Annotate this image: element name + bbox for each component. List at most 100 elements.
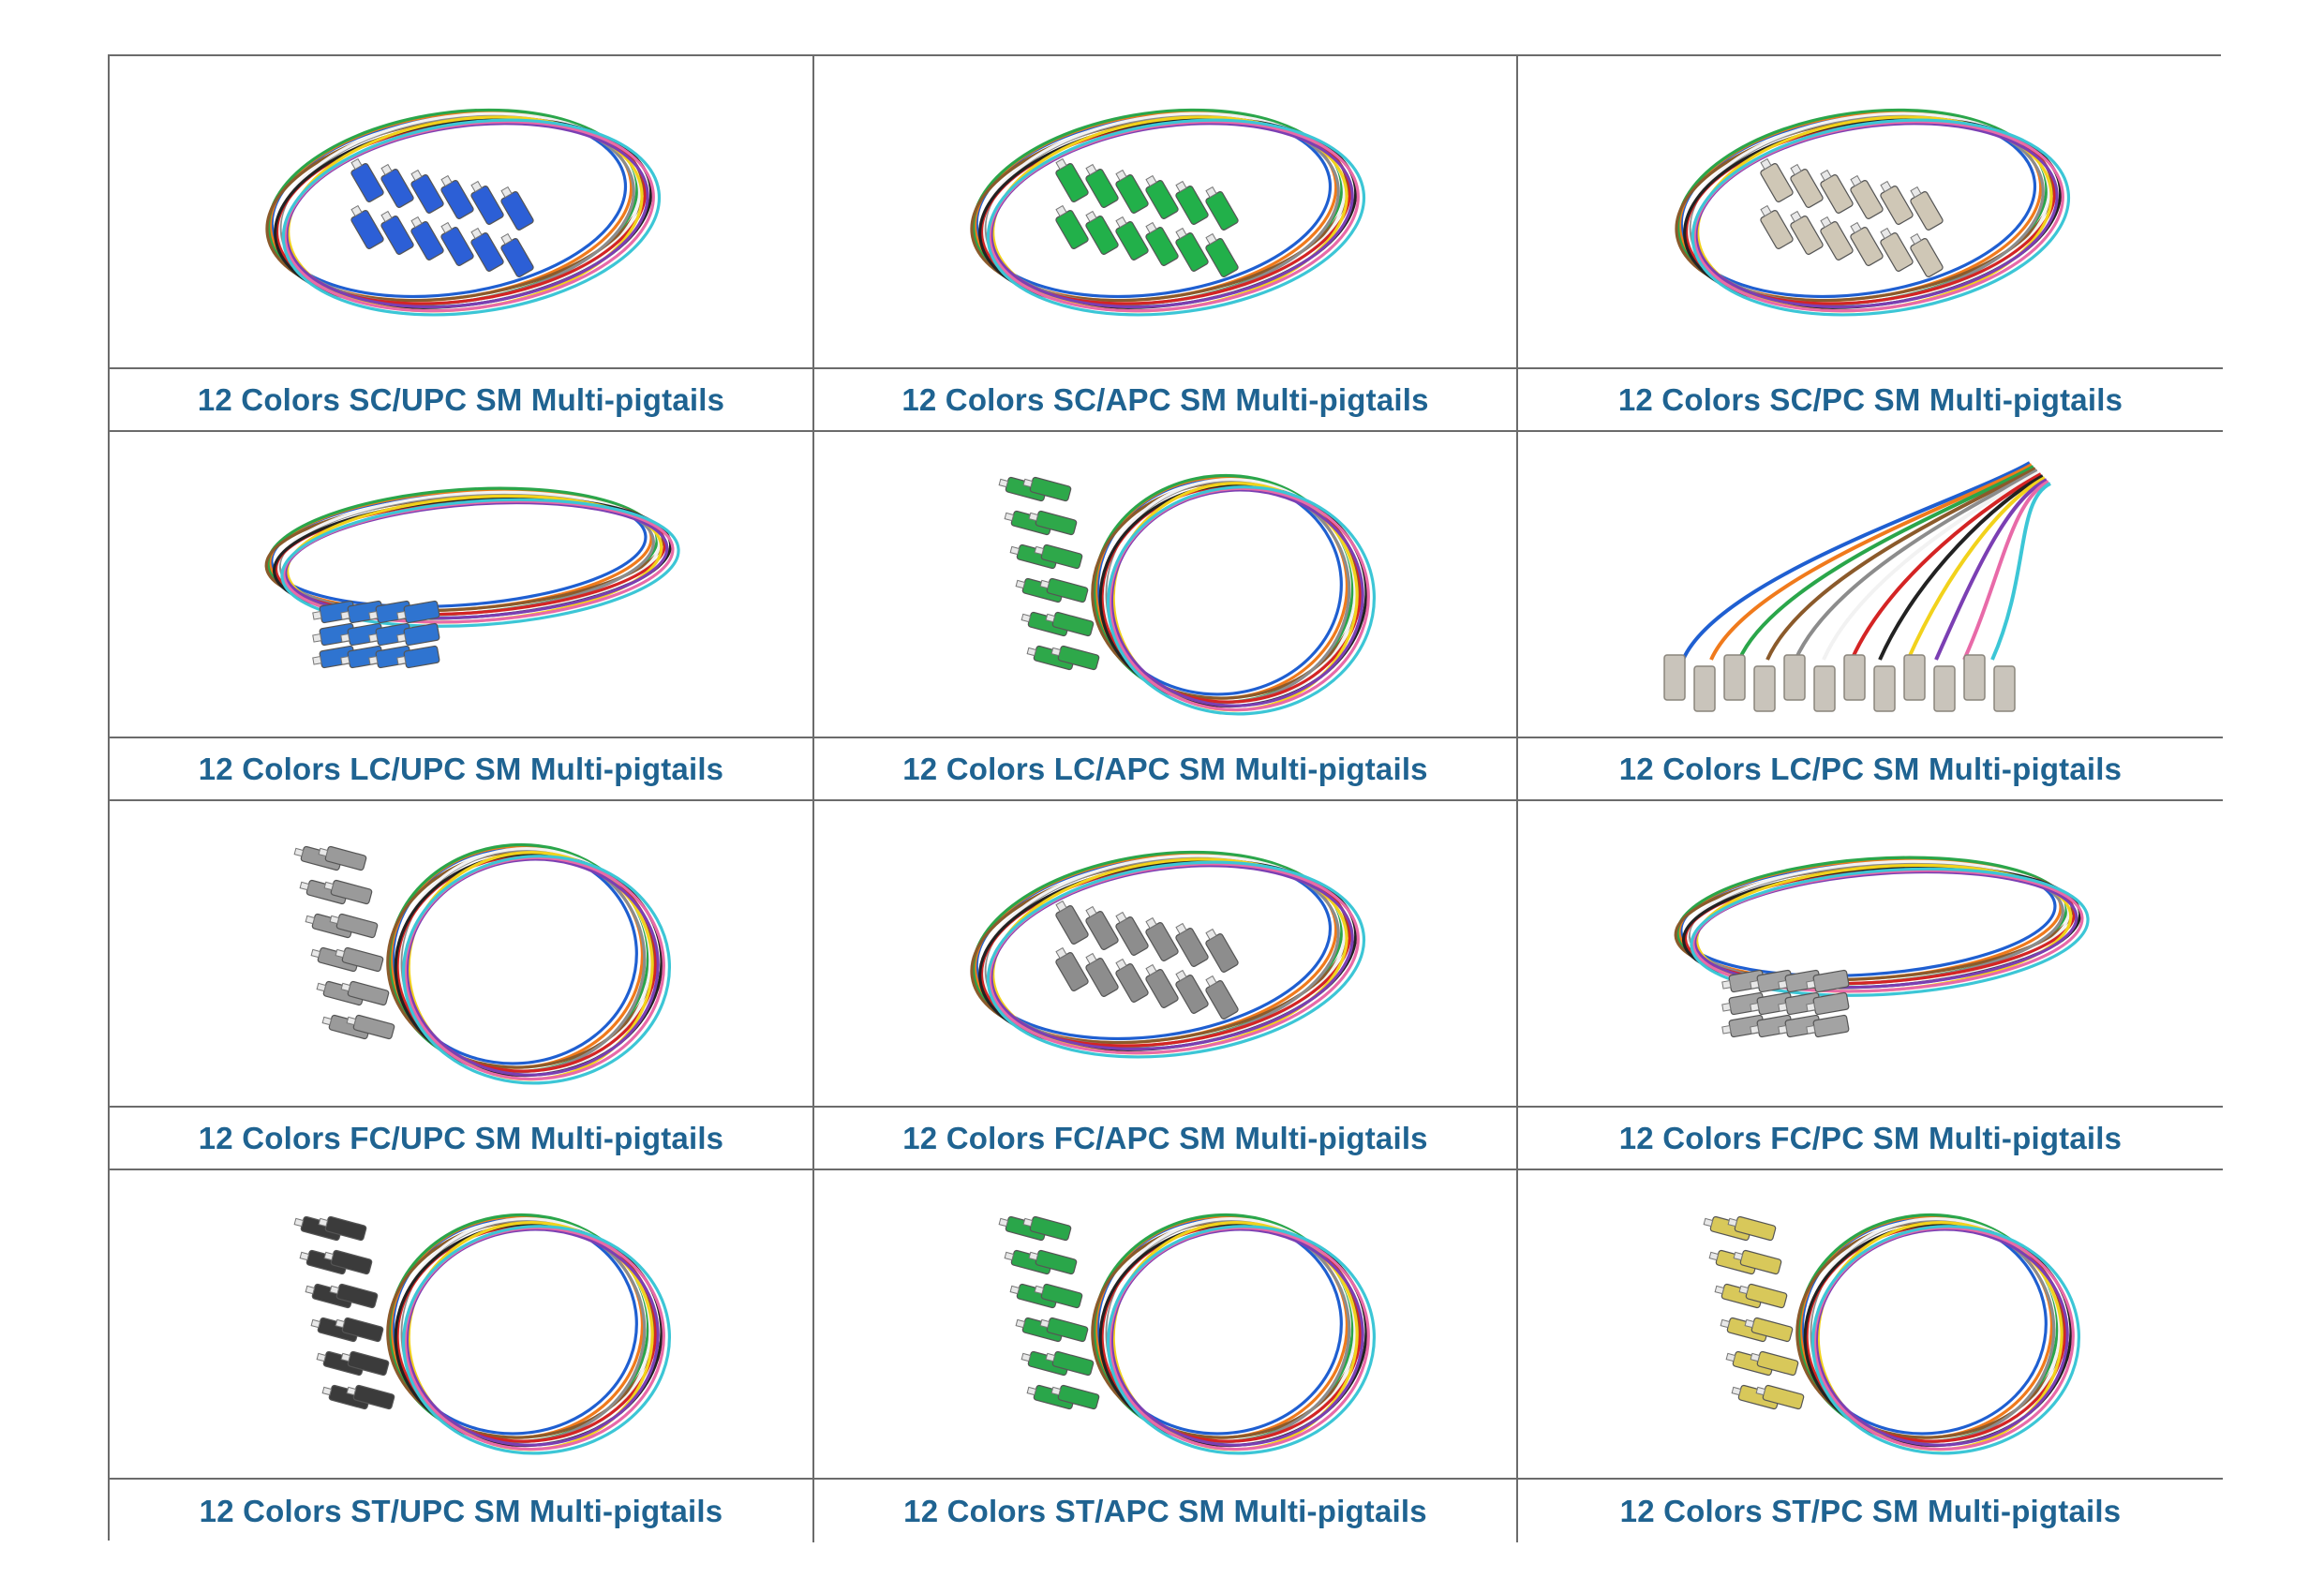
connector	[410, 216, 444, 261]
fiber-coil	[401, 854, 672, 1084]
connector	[1204, 186, 1239, 231]
pigtail-bundle-image	[969, 850, 1365, 1059]
connector	[1790, 210, 1824, 255]
fiber-coil	[401, 1225, 672, 1455]
fiber-coil	[1810, 1225, 2081, 1455]
product-label-cell: 12 Colors SC/UPC SM Multi-pigtails	[110, 369, 814, 432]
connector	[340, 980, 390, 1005]
product-image-cell	[814, 801, 1518, 1108]
pigtail-bundle-image	[1675, 108, 2071, 317]
connector	[1084, 952, 1119, 997]
fiber-strand	[1822, 469, 2040, 661]
fiber-coil	[1690, 867, 2090, 997]
product-label-cell: 12 Colors ST/PC SM Multi-pigtails	[1518, 1480, 2223, 1542]
connector	[1045, 1350, 1094, 1377]
fiber-strand	[1737, 464, 2034, 661]
connector	[396, 600, 440, 623]
connector	[1755, 1384, 1805, 1410]
pigtail-bundle-image	[1674, 856, 2090, 1037]
connector	[1144, 174, 1179, 219]
connector	[1850, 174, 1884, 219]
connector	[340, 1350, 390, 1377]
fiber-coil	[281, 118, 662, 317]
product-image-cell	[1518, 432, 2223, 738]
product-image-cell	[814, 56, 1518, 369]
connector	[1144, 221, 1179, 266]
connector	[1114, 169, 1149, 214]
connector	[350, 157, 384, 202]
connector-boot	[1903, 653, 1926, 701]
connector	[1880, 227, 1914, 272]
pigtail-bundle-image	[998, 1213, 1376, 1455]
connector	[335, 1317, 384, 1343]
fiber-strand	[1906, 475, 2046, 661]
product-image-cell	[814, 1170, 1518, 1480]
connector	[1114, 911, 1149, 956]
product-image-cell	[110, 432, 814, 738]
connector	[998, 476, 1047, 501]
connector	[1084, 905, 1119, 950]
connector	[1204, 928, 1239, 973]
connector	[380, 210, 414, 255]
connector	[1034, 543, 1082, 569]
product-image-cell	[110, 801, 814, 1108]
connector	[1022, 1215, 1071, 1242]
connector	[1174, 180, 1209, 225]
connector	[440, 174, 474, 219]
connector-boot	[1723, 653, 1746, 701]
connector	[1806, 991, 1850, 1015]
connector-boot	[1963, 653, 1986, 701]
connector	[1015, 1317, 1064, 1343]
pigtail-bundle-image	[1703, 1213, 2081, 1455]
fiber-coil	[1797, 1213, 2060, 1444]
fiber-strand	[1850, 471, 2042, 661]
connector	[1850, 221, 1884, 266]
connector	[500, 186, 534, 231]
connector-boot	[1753, 664, 1776, 712]
connector	[299, 879, 349, 904]
product-grid: 12 Colors SC/UPC SM Multi-pigtails 12 Col…	[108, 54, 2223, 1542]
connector	[1022, 476, 1071, 501]
connector	[1034, 1283, 1082, 1309]
connector	[1820, 169, 1854, 214]
connector	[1114, 958, 1149, 1003]
fiber-strand	[1878, 473, 2044, 661]
connector	[1806, 969, 1850, 992]
pigtail-bundle-image	[264, 486, 680, 668]
connector	[1144, 963, 1179, 1008]
fiber-strand	[1794, 468, 2038, 661]
fiber-coil	[283, 120, 655, 313]
connector	[323, 879, 373, 904]
fiber-coil	[1106, 1225, 1376, 1455]
product-image-cell	[1518, 801, 2223, 1108]
connector	[1806, 1014, 1850, 1037]
fiber-coil	[988, 120, 1360, 313]
product-label: 12 Colors FC/UPC SM Multi-pigtails	[198, 1120, 724, 1155]
connector	[293, 1215, 343, 1242]
fiber-coil	[986, 118, 1365, 317]
connector	[1050, 645, 1099, 670]
connector	[346, 1384, 395, 1410]
product-image-cell	[110, 1170, 814, 1480]
connector	[335, 946, 384, 972]
fiber-coil	[280, 498, 680, 628]
connector	[1910, 232, 1944, 277]
connector	[321, 1014, 371, 1039]
connector	[1050, 1384, 1099, 1410]
connector	[1028, 1249, 1077, 1275]
product-label: 12 Colors SC/APC SM Multi-pigtails	[901, 381, 1429, 417]
product-label: 12 Colors LC/UPC SM Multi-pigtails	[198, 751, 724, 786]
product-image-cell	[1518, 1170, 2223, 1480]
connector	[1714, 1283, 1764, 1309]
connector	[1750, 1350, 1799, 1377]
pigtail-bundle-image	[293, 842, 672, 1084]
product-label-cell: 12 Colors ST/APC SM Multi-pigtails	[814, 1480, 1518, 1542]
connector-boot	[1813, 664, 1836, 712]
fiber-strand	[1681, 460, 2031, 661]
fiber-strand	[1962, 479, 2049, 661]
connector	[1204, 975, 1239, 1020]
product-label-cell: 12 Colors FC/APC SM Multi-pigtails	[814, 1108, 1518, 1170]
product-image-cell	[110, 56, 814, 369]
product-label-cell: 12 Colors FC/UPC SM Multi-pigtails	[110, 1108, 814, 1170]
product-label: 12 Colors FC/PC SM Multi-pigtails	[1618, 1120, 2123, 1155]
